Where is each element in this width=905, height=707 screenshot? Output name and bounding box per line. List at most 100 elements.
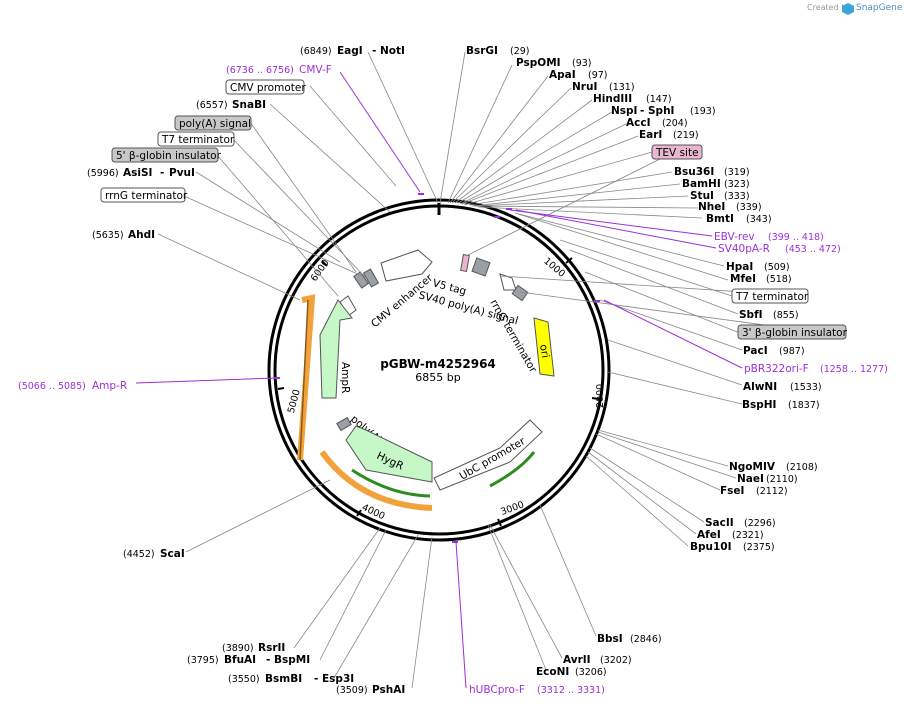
enzyme-snabi-pos: (6557) [196, 100, 228, 111]
enzyme-nhei[interactable]: NheI(339) [698, 201, 762, 213]
enzyme-nrui-name: NruI [572, 81, 597, 93]
feature-cmv-promoter-label: CMV promoter [230, 82, 306, 94]
enzyme-bbsi[interactable]: BbsI (2846) [597, 633, 662, 645]
enzyme-bmti[interactable]: BmtI(343) [706, 213, 772, 225]
enzyme-avrii[interactable]: AvrII(3202) [563, 654, 632, 666]
polya-block[interactable] [336, 416, 352, 432]
enzyme-mfei[interactable]: MfeI(518) [730, 273, 792, 285]
enzyme-bsmbi-name: BsmBI [265, 673, 302, 685]
primer-ebv-rev-pos: (399 .. 418) [768, 232, 824, 243]
enzyme-snabi[interactable]: (6557) SnaBI [196, 99, 266, 111]
enzyme-paci-name: PacI [743, 345, 768, 357]
enzyme-fsei[interactable]: FseI(2112) [720, 485, 788, 497]
enzyme-snabi-name: SnaBI [232, 99, 266, 111]
sv40-polya-block[interactable] [471, 257, 491, 277]
enzyme-sphi-name: SphI [648, 105, 674, 117]
enzyme-naei-name: NaeI [737, 473, 764, 485]
enzyme-econi[interactable]: EcoNI(3206) [536, 666, 607, 678]
feature-3-globin-insulator[interactable]: 3' β-globin insulator [737, 324, 848, 340]
enzyme-pshai-name: PshAI [372, 684, 405, 696]
enzyme-hpai[interactable]: HpaI(509) [726, 261, 790, 273]
enzyme-apai-name: ApaI [549, 69, 576, 81]
ori-arrow[interactable] [533, 317, 555, 377]
hygr-arrow[interactable] [345, 425, 433, 483]
enzyme-hindiii-name: HindIII [593, 93, 632, 105]
enzyme-acci[interactable]: AccI(204) [626, 117, 688, 129]
enzyme-bsrgi-pos: (29) [510, 46, 530, 57]
feature-t7-terminator-left[interactable]: T7 terminator [157, 131, 235, 147]
enzyme-sbfi[interactable]: SbfI(855) [739, 309, 799, 321]
enzyme-pshai[interactable]: (3509)PshAI [336, 684, 405, 696]
enzyme-rsrii-name: RsrII [258, 642, 285, 654]
enzyme-bamhi[interactable]: BamHI(323) [682, 178, 750, 190]
plasmid-name: pGBW-m4252964 [380, 357, 496, 371]
feature-tev-site[interactable]: TEV site [651, 144, 703, 160]
enzyme-bfuai-pos: (3795) [187, 655, 219, 666]
enzyme-bfuai-bspmi[interactable]: (3795)BfuAI-BspMI [187, 654, 310, 666]
snapgene-branding[interactable]: Created by SnapGene [807, 3, 903, 15]
primer-sv40pa-r[interactable]: SV40pA-R(453 .. 472) [718, 243, 841, 255]
enzyme-stui[interactable]: StuI(333) [690, 190, 750, 202]
svg-text:-: - [266, 654, 270, 666]
enzyme-hindiii[interactable]: HindIII(147) [593, 93, 672, 105]
primer-amp-r[interactable]: (5066 .. 5085)Amp-R [18, 380, 127, 392]
snapgene-text: SnapGene [856, 3, 903, 13]
primer-lines [135, 71, 743, 689]
enzyme-afei[interactable]: AfeI (2321) [697, 529, 764, 541]
rrng-block[interactable] [511, 284, 529, 302]
enzyme-fsei-name: FseI [720, 485, 744, 497]
enzyme-sacii[interactable]: SacII(2296) [705, 517, 776, 529]
enzyme-bsphi[interactable]: BspHI(1837) [742, 399, 820, 411]
primer-cmv-f[interactable]: (6736 .. 6756)CMV-F [226, 64, 332, 76]
enzyme-eari[interactable]: EarI(219) [639, 129, 699, 141]
enzyme-eagi-noti[interactable]: (6849) EagI - NotI [300, 45, 405, 57]
primer-ebv-rev[interactable]: EBV-rev(399 .. 418) [714, 231, 824, 243]
ubc-promoter-arrow[interactable] [433, 419, 543, 491]
enzyme-bpu10i-pos: (2375) [743, 542, 775, 553]
enzyme-afei-name: AfeI [697, 529, 721, 541]
cmv-enhancer-arrow[interactable] [380, 249, 433, 282]
enzyme-nrui[interactable]: NruI(131) [572, 81, 635, 93]
enzyme-alwni[interactable]: AlwNI(1533) [743, 381, 822, 393]
misc-block-1[interactable] [353, 271, 369, 289]
primer-hubcpro-f[interactable]: hUBCpro-F(3312 .. 3331) [469, 684, 605, 696]
enzyme-sacii-pos: (2296) [744, 518, 776, 529]
enzyme-bbsi-pos: (2846) [630, 634, 662, 645]
misc-block-2[interactable] [362, 268, 380, 288]
enzyme-afei-pos: (2321) [732, 530, 764, 541]
enzyme-naei[interactable]: NaeI(2110) [737, 473, 798, 485]
primer-sv40pa-r-pos: (453 .. 472) [785, 244, 841, 255]
ampr-arrow[interactable] [319, 299, 353, 399]
feature-rrng-terminator[interactable]: rrnG terminator [100, 187, 188, 203]
primer-pbr322ori-f[interactable]: pBR322ori-F(1258 .. 1277) [744, 363, 888, 375]
enzyme-scai[interactable]: (4452)ScaI [123, 548, 185, 560]
enzyme-bpu10i[interactable]: Bpu10I(2375) [690, 541, 775, 553]
feature-polya-label: poly(A) signal [179, 118, 251, 130]
primer-amp-r-pos: (5066 .. 5085) [18, 381, 86, 392]
enzyme-asisi-pvui[interactable]: (5996)AsiSI-PvuI [87, 167, 195, 179]
enzyme-bsrgi[interactable]: BsrGI(29) [466, 45, 530, 57]
enzyme-pspomi[interactable]: PspOMI(93) [516, 57, 592, 69]
enzyme-apai[interactable]: ApaI(97) [549, 69, 608, 81]
feature-t7-terminator-left-label: T7 terminator [161, 134, 235, 146]
hygr-orange-bar [319, 450, 433, 511]
feature-t7-terminator-right[interactable]: T7 terminator [731, 288, 809, 304]
enzyme-acci-pos: (204) [662, 118, 688, 129]
enzyme-bsmbi-esp3i[interactable]: (3550)BsmBI-Esp3I [228, 673, 354, 685]
enzyme-paci[interactable]: PacI(987) [743, 345, 805, 357]
tev-site-block[interactable] [460, 254, 470, 272]
enzyme-nspi-pos: (193) [690, 106, 716, 117]
enzyme-bfuai-name: BfuAI [224, 654, 256, 666]
enzyme-ngomiv[interactable]: NgoMIV(2108) [729, 461, 818, 473]
feature-cmv-promoter[interactable]: CMV promoter [225, 79, 306, 95]
enzyme-stui-name: StuI [690, 190, 714, 202]
enzyme-bsu36i[interactable]: Bsu36I(319) [674, 166, 750, 178]
svg-text:-: - [314, 673, 318, 685]
feature-polya-signal[interactable]: poly(A) signal [174, 115, 252, 131]
enzyme-nspi-sphi[interactable]: NspI-SphI(193) [611, 105, 716, 117]
enzyme-bbsi-name: BbsI [597, 633, 623, 645]
enzyme-ahdi[interactable]: (5635)AhdI [92, 229, 155, 241]
feature-5-globin-insulator[interactable]: 5' β-globin insulator [111, 147, 222, 163]
svg-text:-: - [160, 167, 164, 179]
enzyme-rsrii[interactable]: (3890)RsrII [222, 642, 285, 654]
